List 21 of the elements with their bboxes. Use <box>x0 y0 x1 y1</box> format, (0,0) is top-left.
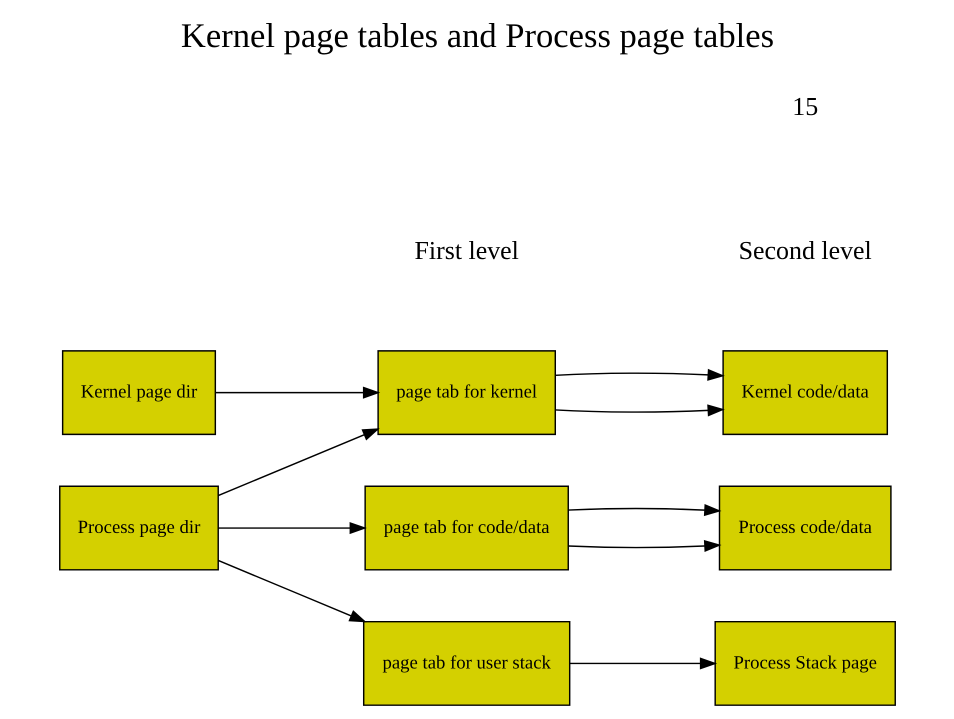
label: 15 <box>792 92 818 122</box>
node-box: Process Stack page <box>714 620 896 706</box>
node-box: page tab for kernel <box>376 350 556 436</box>
node-box: page tab for code/data <box>364 486 568 571</box>
arrow <box>218 522 366 534</box>
arrow <box>568 540 721 552</box>
arrow <box>569 657 717 670</box>
arrow <box>217 428 380 496</box>
arrow <box>554 368 724 381</box>
arrow <box>554 404 724 416</box>
node-box: Process page dir <box>58 486 218 571</box>
diagram-title: Kernel page tables and Process page tables <box>180 17 774 56</box>
arrow <box>214 386 380 399</box>
node-box: Kernel code/data <box>722 350 888 436</box>
node-box: page tab for user stack <box>362 620 570 706</box>
arrow <box>217 560 366 622</box>
label: Second level <box>738 236 872 266</box>
arrow <box>568 504 721 516</box>
node-box: Process code/data <box>718 486 892 571</box>
node-box: Kernel page dir <box>61 350 216 436</box>
label: First level <box>414 236 518 266</box>
